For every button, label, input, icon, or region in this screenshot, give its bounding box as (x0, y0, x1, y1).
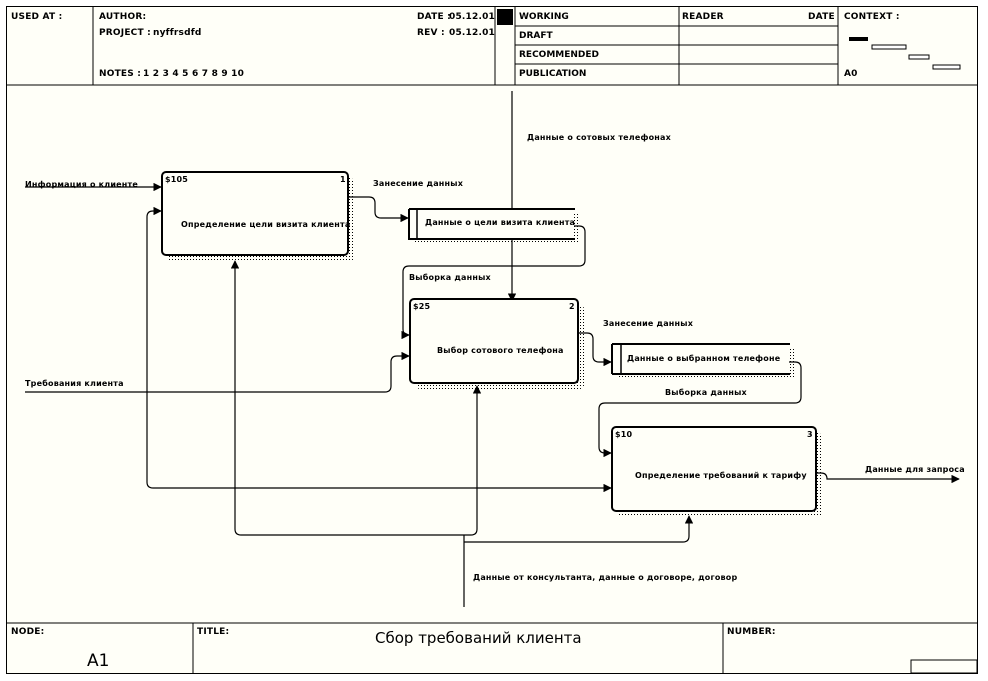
context-node: A0 (844, 69, 858, 79)
page-title: Сбор требований клиента (375, 629, 582, 647)
arrow-label-req-client: Требования клиента (25, 379, 124, 388)
reader-date-label: DATE (808, 12, 835, 22)
box-2-number: 2 (569, 302, 575, 311)
arrow-label-entry-1: Занесение данных (373, 179, 464, 188)
author-label: AUTHOR: (99, 12, 147, 22)
arrow-label-entry-2: Занесение данных (603, 319, 694, 328)
rev-value: 05.12.01 (449, 28, 496, 38)
node-value: A1 (87, 651, 110, 671)
node-label: NODE: (11, 627, 45, 637)
box-2-cost: $25 (413, 302, 431, 311)
box-1-label: Определение цели визита клиента (181, 220, 351, 229)
diagram-canvas (7, 7, 977, 673)
box-3-number: 3 (807, 430, 813, 439)
box-2-label: Выбор сотового телефона (437, 346, 564, 355)
status-recommended: RECOMMENDED (519, 50, 600, 60)
arrow-label-output: Данные для запроса (865, 465, 965, 474)
arrow-label-fetch-2: Выборка данных (665, 388, 747, 397)
box-1-number: 1 (340, 175, 346, 184)
reader-label: READER (682, 12, 724, 22)
project-label: PROJECT : (99, 28, 151, 38)
process-boxes (161, 171, 822, 517)
status-publication: PUBLICATION (519, 69, 587, 79)
arrow-label-fetch-1: Выборка данных (409, 273, 491, 282)
date-label: DATE : (417, 12, 451, 22)
date-value: 05.12.01 (449, 12, 496, 22)
box-3-cost: $10 (615, 430, 633, 439)
working-status-marker (497, 9, 513, 25)
project-value: nyffrsdfd (153, 28, 202, 38)
notes-value: 1 2 3 4 5 6 7 8 9 10 (143, 69, 245, 79)
store-2-label: Данные о выбранном телефоне (627, 354, 781, 363)
store-1-label: Данные о цели визита клиента (425, 218, 576, 227)
context-label: CONTEXT : (844, 12, 900, 22)
arrow-label-consultant: Данные от консультанта, данные о договор… (473, 573, 738, 582)
context-mini-diagram (849, 37, 961, 70)
notes-label: NOTES : (99, 69, 142, 79)
arrow-lines (25, 91, 960, 607)
status-working: WORKING (519, 12, 569, 22)
used-at-label: USED AT : (11, 12, 63, 22)
status-draft: DRAFT (519, 31, 553, 41)
footer-grid (7, 622, 977, 673)
arrow-label-phones-data: Данные о сотовых телефонах (527, 133, 671, 142)
box-1-cost: $105 (165, 175, 189, 184)
header-grid (7, 7, 977, 86)
data-stores (408, 208, 795, 378)
rev-label: REV : (417, 28, 445, 38)
diagram-frame: USED AT : AUTHOR: PROJECT : nyffrsdfd NO… (6, 6, 978, 674)
number-label: NUMBER: (727, 627, 776, 637)
box-3-label: Определение требований к тарифу (635, 471, 807, 480)
arrow-label-info-client: Информация о клиенте (25, 180, 138, 189)
title-label: TITLE: (197, 627, 230, 637)
